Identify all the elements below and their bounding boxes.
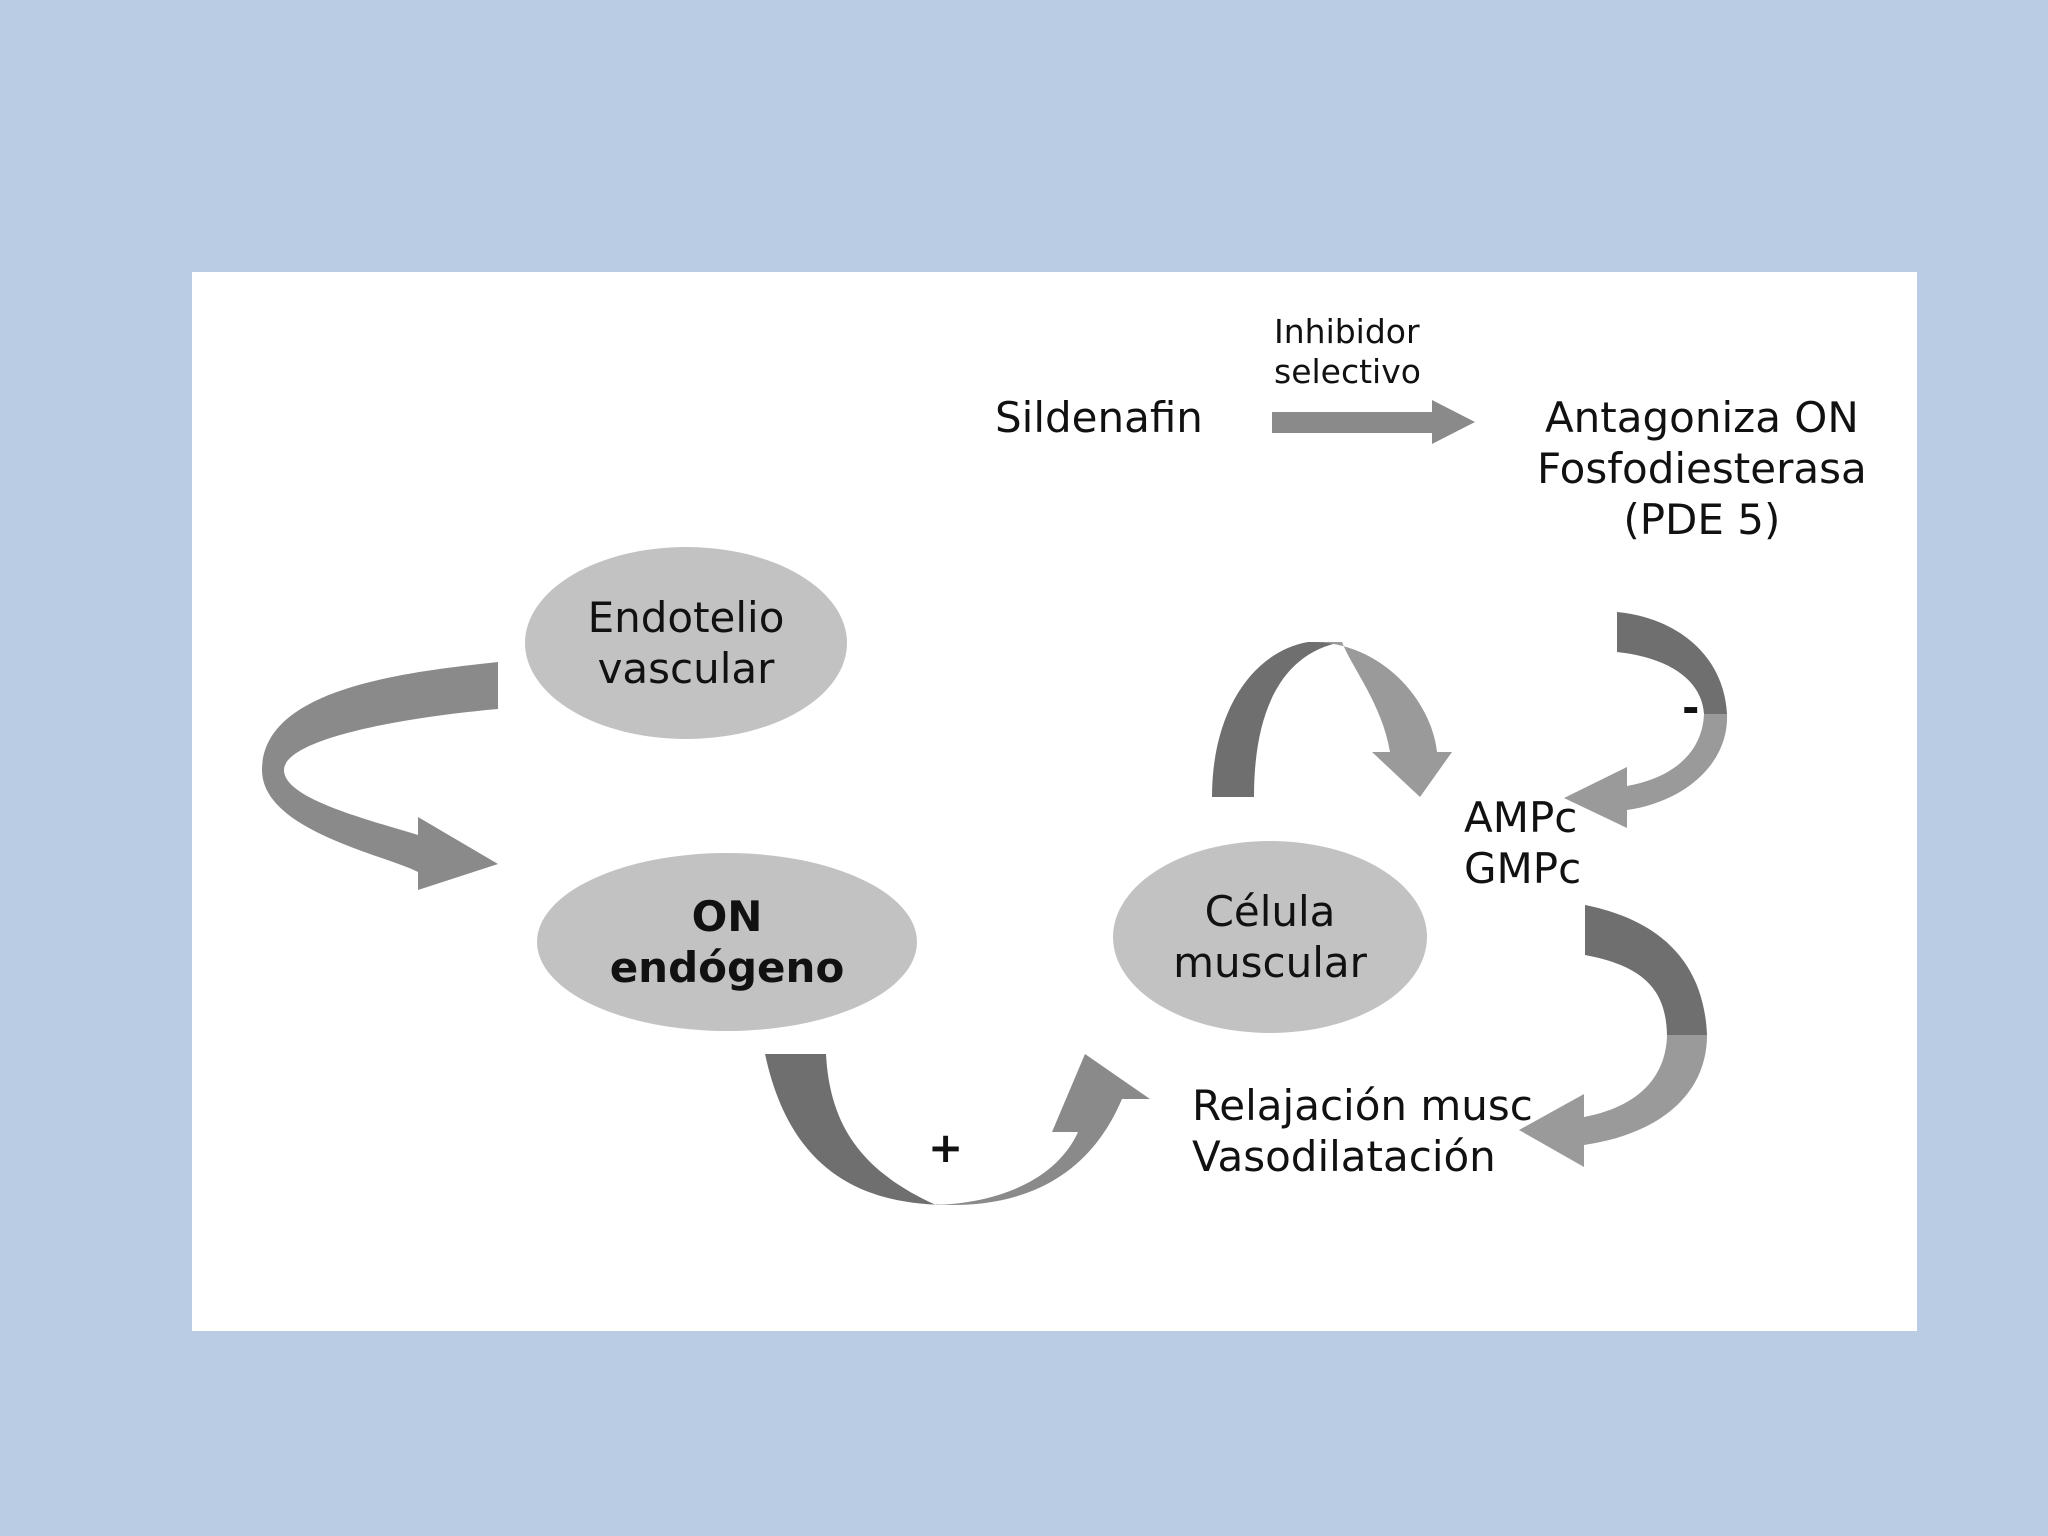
on-endogeno-ellipse — [537, 853, 917, 1031]
endotelio-label: Endotelio vascular — [525, 589, 847, 697]
antagoniza-line2: Fosfodiesterasa — [1537, 444, 1867, 494]
celula-ellipse — [1113, 841, 1427, 1033]
inhibidor-straight-arrow — [1272, 400, 1475, 444]
antagoniza-line1: Antagoniza ON — [1544, 393, 1859, 442]
relajacion-line2: Vasodilatación — [1192, 1132, 1496, 1182]
plus-sign: + — [928, 1123, 964, 1172]
ampc-to-relajacion-arrow-light — [1519, 1035, 1707, 1167]
on-to-celula-arrow-light — [936, 1054, 1150, 1205]
inhibidor-line2: selectivo — [1274, 352, 1421, 392]
on-to-celula-arrow-dark — [765, 1054, 952, 1205]
celula-line1: Célula — [1204, 886, 1336, 936]
celula-label: Célula muscular — [1113, 883, 1427, 991]
ampc-label: AMPc — [1464, 793, 1578, 842]
on-endogeno-line2: endógeno — [609, 943, 845, 992]
endotelio-to-on-arrow — [262, 662, 498, 890]
relajacion-label: Relajación musc Vasodilatación — [1192, 1080, 1533, 1182]
on-endogeno-line1: ON — [691, 891, 763, 941]
diagram-panel: Endotelio vascular ON endógeno Célula mu… — [192, 272, 1917, 1331]
minus-sign: - — [1682, 683, 1700, 732]
relajacion-line1: Relajación musc — [1192, 1081, 1533, 1130]
inhibidor-line1: Inhibidor — [1274, 312, 1420, 351]
celula-loop-arrow-dark — [1212, 642, 1342, 797]
sildenafin-label: Sildenafin — [995, 393, 1203, 442]
diagram-canvas — [262, 400, 1728, 1205]
endotelio-line2: vascular — [597, 644, 775, 693]
inhibidor-label: Inhibidor selectivo — [1274, 312, 1421, 393]
gmpc-label: GMPc — [1464, 844, 1582, 894]
endotelio-ellipse — [525, 547, 847, 739]
antagoniza-label: Antagoniza ON Fosfodiesterasa (PDE 5) — [1537, 392, 1867, 546]
ampc-to-relajacion-arrow-dark — [1585, 905, 1707, 1035]
on-endogeno-label: ON endógeno — [537, 888, 917, 996]
pde5-to-ampc-arrow-dark — [1617, 612, 1727, 714]
endotelio-line1: Endotelio — [587, 592, 785, 642]
ampc-gmpc-label: AMPc GMPc — [1464, 792, 1581, 894]
pde5-to-ampc-arrow-light — [1564, 714, 1728, 828]
celula-loop-arrow-light — [1308, 641, 1452, 797]
antagoniza-line3: (PDE 5) — [1623, 495, 1781, 545]
celula-line2: muscular — [1173, 938, 1367, 987]
